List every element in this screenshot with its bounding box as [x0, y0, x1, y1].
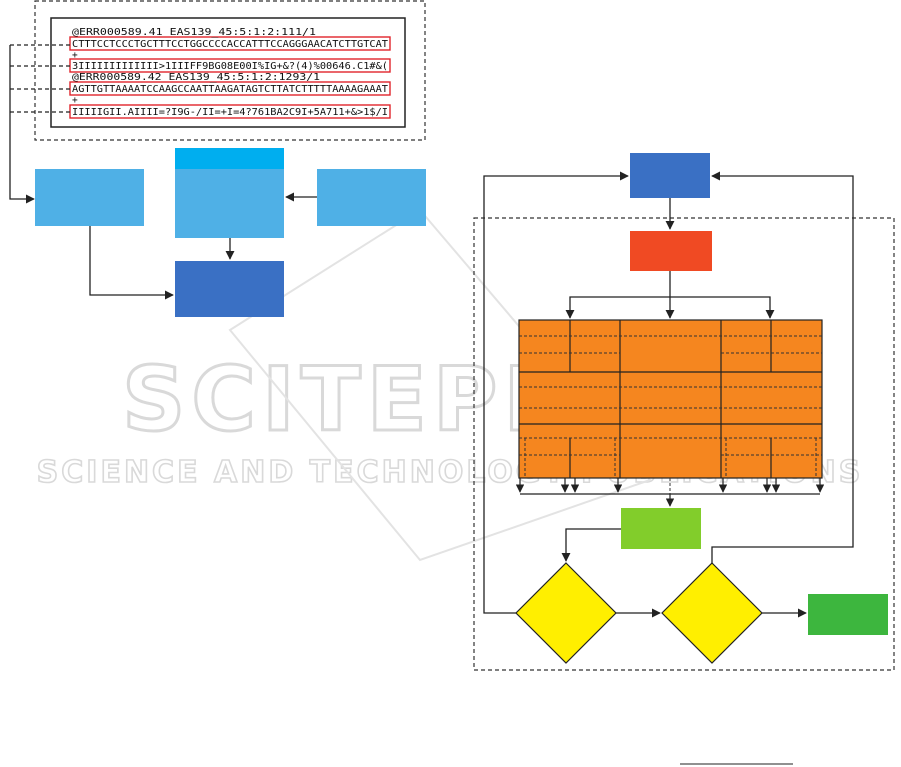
- start-box: [630, 153, 710, 198]
- loop-back-arrow-left: [483, 171, 629, 614]
- arrow-distribute-left: [565, 296, 670, 319]
- arrow-distribute-right: [670, 296, 775, 319]
- arrow-merge-to-decision: [561, 528, 621, 562]
- read-quality-1: 3IIIIIIIIIIIII>1IIIFF9BG08E00I%IG+&?(4)%…: [72, 61, 388, 72]
- side-input-box: [317, 169, 426, 226]
- merge-box: [621, 508, 701, 549]
- read-sequence-2: AGTTGTTAAAATCCAAGCCAATTAAGATAGTCTTATCTTT…: [72, 84, 388, 95]
- read-sequence-1: CTTTCCTCCCTGCTTTCCTGGCCCCACCATTTCCAGGGAA…: [72, 39, 388, 50]
- read-header-1: @ERR000589.41 EAS139_45:5:1:2:111/1: [72, 27, 316, 38]
- grid-output-arrows: [515, 478, 825, 507]
- read-separator-2: +: [72, 95, 78, 106]
- left-flow: [35, 148, 426, 317]
- reference-box-header: [175, 148, 284, 169]
- decision-diamond-1: [515, 562, 617, 664]
- combined-output-box: [175, 261, 284, 317]
- input-box: [35, 169, 144, 226]
- loop-back-arrow-right: [711, 171, 854, 563]
- processing-grid: [518, 319, 823, 494]
- decision-diamond-2: [661, 562, 763, 664]
- arrow-input-to-output: [89, 226, 174, 300]
- read-separator-1: +: [72, 50, 78, 61]
- distribute-box: [630, 231, 712, 271]
- right-flow: [473, 153, 895, 765]
- fastq-panel: @ERR000589.41 EAS139_45:5:1:2:111/1 CTTT…: [9, 0, 426, 204]
- arrow-fastq-to-input: [9, 45, 35, 204]
- end-box: [808, 594, 888, 635]
- read-quality-2: IIIIIGII.AIIII=?I9G-/II=+I=4?761BA2C9I+5…: [72, 107, 388, 118]
- fastq-dashed-frame: [34, 0, 426, 141]
- sequence-highlight-1: [69, 36, 391, 51]
- iteration-dashed-frame: [473, 217, 895, 671]
- fastq-extraction-lines: [10, 44, 70, 113]
- read-header-2: @ERR000589.42 EAS139_45:5:1:2:1293/1: [72, 72, 320, 83]
